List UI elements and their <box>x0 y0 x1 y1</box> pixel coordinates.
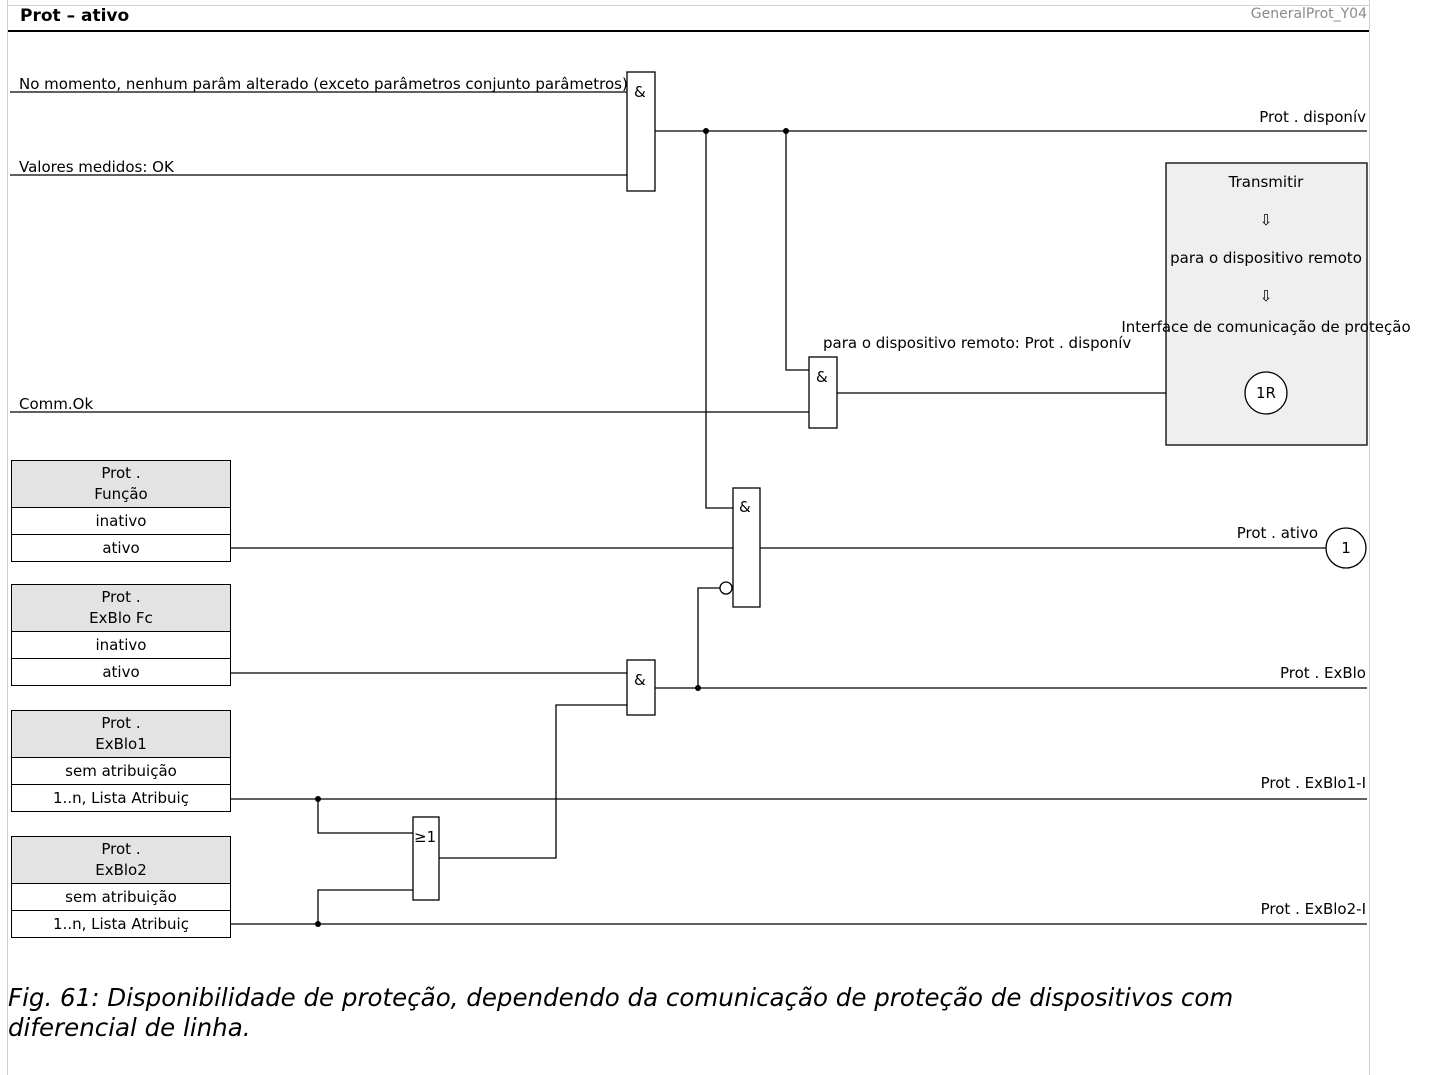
junction-dot <box>315 796 321 802</box>
param-box-exblo-fc: Prot . ExBlo Fc inativo ativo <box>11 584 231 686</box>
page-frame-right <box>1369 0 1370 1075</box>
gates <box>412 71 1367 901</box>
title-underline <box>8 30 1369 32</box>
page-frame-left <box>7 0 8 1075</box>
junction-dot <box>703 128 709 134</box>
junction-dot <box>783 128 789 134</box>
param-header: Prot . ExBlo1 <box>12 711 230 758</box>
wires <box>10 91 1367 925</box>
param-header: Prot . Função <box>12 461 230 508</box>
param-box-exblo2: Prot . ExBlo2 sem atribuição 1..n, Lista… <box>11 836 231 938</box>
arrow-down-icon: ⇩ <box>1260 211 1273 229</box>
connector-1-label: 1 <box>1341 539 1351 557</box>
page-frame-top <box>7 5 1370 6</box>
output-prot-available: Prot . disponív <box>1259 108 1366 126</box>
connector-1r-label: 1R <box>1256 384 1276 402</box>
connector-1 <box>1325 527 1367 569</box>
transmit-to-remote: para o dispositivo remoto <box>1170 249 1362 267</box>
signal-measured-ok: Valores medidos: OK <box>19 158 175 176</box>
transmit-interface: Interface de comunicação de proteção <box>1121 318 1410 336</box>
param-name: ExBlo1 <box>95 735 147 753</box>
wire-exblo2-to-or <box>317 889 413 924</box>
param-option-inactive: inativo <box>12 632 230 659</box>
and-gate-remote <box>808 356 838 429</box>
signal-comm-ok: Comm.Ok <box>19 395 93 413</box>
and-gate-symbol: & <box>634 83 646 101</box>
param-name: Função <box>94 485 148 503</box>
diagram-reference: GeneralProt_Y04 <box>1250 6 1367 22</box>
and-gate-available <box>626 71 656 192</box>
and-gate-active <box>732 487 761 608</box>
param-option-active: ativo <box>102 539 140 557</box>
param-header: Prot . ExBlo2 <box>12 837 230 884</box>
and-gate-symbol: & <box>816 368 828 386</box>
param-title: Prot . <box>101 588 141 606</box>
param-box-function: Prot . Função inativo ativo <box>11 460 231 562</box>
output-prot-exblo1: Prot . ExBlo1-I <box>1261 774 1366 792</box>
wire-or-to-and4 <box>439 704 627 859</box>
param-option-unassigned: sem atribuição <box>12 758 230 785</box>
junction-dots <box>315 128 789 927</box>
param-name: ExBlo Fc <box>89 609 153 627</box>
output-prot-exblo: Prot . ExBlo <box>1280 664 1366 682</box>
param-title: Prot . <box>101 714 141 732</box>
diagram-title: Prot – ativo <box>20 6 130 26</box>
wire-available-to-and2 <box>785 131 809 371</box>
param-header: Prot . ExBlo Fc <box>12 585 230 632</box>
figure-caption: Fig. 61: Disponibilidade de proteção, de… <box>8 983 1234 1042</box>
param-option-assignment-list: 1..n, Lista Atribuiç <box>53 789 189 807</box>
param-name: ExBlo2 <box>95 861 147 879</box>
transmit-title: Transmitir <box>1228 173 1304 191</box>
param-option-assignment-list: 1..n, Lista Atribuiç <box>53 915 189 933</box>
wire-available-to-and3 <box>705 131 733 509</box>
connector-1r <box>1244 371 1288 415</box>
param-option-inactive: inativo <box>12 508 230 535</box>
signal-no-param-changed: No momento, nenhum parâm alterado (excet… <box>19 75 628 93</box>
output-prot-active: Prot . ativo <box>1237 524 1318 542</box>
junction-dot <box>315 921 321 927</box>
output-remote-prot-available: para o dispositivo remoto: Prot . dispon… <box>823 334 1131 352</box>
and-gate-symbol: & <box>739 498 751 516</box>
param-option-unassigned: sem atribuição <box>12 884 230 911</box>
inverter-bubble <box>719 581 733 595</box>
junction-dot <box>695 685 701 691</box>
and-gate-exblo <box>626 659 656 716</box>
wire-exblo1-to-or <box>317 799 413 834</box>
or-gate-exblo <box>412 816 440 901</box>
param-title: Prot . <box>101 464 141 482</box>
or-gate-symbol: ≥1 <box>414 828 436 846</box>
param-box-exblo1: Prot . ExBlo1 sem atribuição 1..n, Lista… <box>11 710 231 812</box>
param-option-active: ativo <box>102 663 140 681</box>
output-prot-exblo2: Prot . ExBlo2-I <box>1261 900 1366 918</box>
wire-exblo-to-and3 <box>697 587 720 688</box>
param-title: Prot . <box>101 840 141 858</box>
and-gate-symbol: & <box>634 671 646 689</box>
arrow-down-icon: ⇩ <box>1260 287 1273 305</box>
